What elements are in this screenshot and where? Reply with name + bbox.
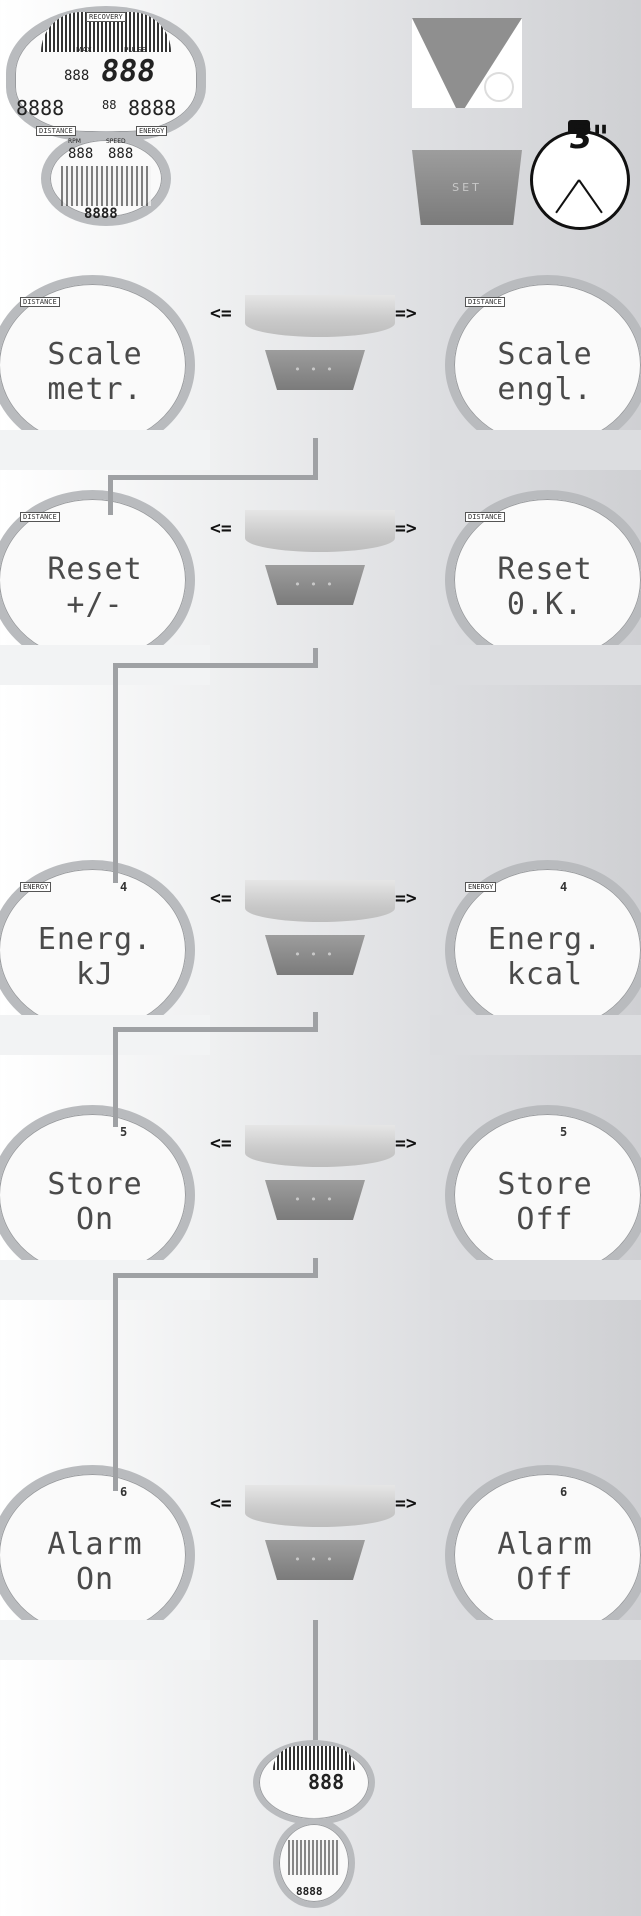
rpm-label: RPM	[68, 138, 81, 145]
left-arrow: <=	[210, 518, 232, 539]
left-digits: 8888	[16, 96, 64, 120]
footer-display-device: 888 8888	[253, 1740, 375, 1910]
right-option-line1: Store	[455, 1170, 635, 1200]
left-option-line2: kJ	[0, 960, 190, 990]
left-tick: 6	[120, 1485, 127, 1499]
right-tick: 4	[560, 880, 567, 894]
right-option-line2: Off	[455, 1565, 635, 1595]
right-tag: ENERGY	[465, 882, 496, 892]
pulse-label: PULSE	[124, 46, 146, 54]
lower-right-digits: 888	[108, 146, 133, 162]
rocker-button[interactable]	[245, 1125, 395, 1167]
dot-matrix	[61, 166, 151, 206]
bottom-digits: 8888	[84, 206, 118, 222]
set-button[interactable]: • • •	[265, 565, 365, 605]
left-option-line1: Energ.	[0, 925, 190, 955]
right-arrow: =>	[395, 518, 417, 539]
rocker-button[interactable]	[245, 510, 395, 552]
right-tick: 6	[560, 1485, 567, 1499]
set-button-label: SET	[452, 181, 482, 194]
left-arrow: <=	[210, 303, 232, 324]
distance-label: DISTANCE	[36, 126, 76, 136]
right-tag: DISTANCE	[465, 297, 505, 307]
set-button[interactable]: SET	[412, 150, 522, 225]
rocker-button[interactable]	[245, 1485, 395, 1527]
right-option-line1: Alarm	[455, 1530, 635, 1560]
press-panel	[412, 18, 522, 108]
right-option-line1: Reset	[455, 555, 635, 585]
left-tick: 4	[120, 880, 127, 894]
left-option-line1: Store	[0, 1170, 190, 1200]
left-tag: DISTANCE	[20, 512, 60, 522]
hold-time-label: 3"	[570, 118, 609, 156]
right-arrow: =>	[395, 1133, 417, 1154]
right-tag: DISTANCE	[465, 512, 505, 522]
mid-digits: 88	[102, 98, 116, 112]
left-option-line2: On	[0, 1565, 190, 1595]
right-arrow: =>	[395, 888, 417, 909]
rocker-button[interactable]	[245, 295, 395, 337]
lower-left-digits: 888	[68, 146, 93, 162]
right-tick: 5	[560, 1125, 567, 1139]
left-option-line2: On	[0, 1205, 190, 1235]
right-option-line2: kcal	[455, 960, 635, 990]
hold-timer: 3"	[530, 120, 640, 230]
footer-big-digits: 888	[308, 1770, 344, 1794]
set-button[interactable]: • • •	[265, 935, 365, 975]
right-digits: 8888	[128, 96, 176, 120]
rocker-button[interactable]	[245, 880, 395, 922]
right-option-line2: engl.	[455, 375, 635, 405]
set-button[interactable]: • • •	[265, 350, 365, 390]
right-option-line1: Energ.	[455, 925, 635, 955]
left-tag: ENERGY	[20, 882, 51, 892]
set-button[interactable]: • • •	[265, 1540, 365, 1580]
right-arrow: =>	[395, 1493, 417, 1514]
set-button[interactable]: • • •	[265, 1180, 365, 1220]
left-arrow: <=	[210, 1493, 232, 1514]
speed-label: SPEED	[106, 138, 126, 145]
right-option-line2: Off	[455, 1205, 635, 1235]
press-circle-icon	[484, 72, 514, 102]
recovery-label: RECOVERY	[86, 12, 126, 22]
max-label: MAX	[76, 46, 92, 54]
left-tick: 5	[120, 1125, 127, 1139]
left-arrow: <=	[210, 888, 232, 909]
pulse-digits: 888	[99, 54, 158, 89]
right-option-line2: 0.K.	[455, 590, 635, 620]
small-digits: 888	[64, 68, 89, 84]
left-option-line2: +/-	[0, 590, 190, 620]
energy-label: ENERGY	[136, 126, 167, 136]
left-tag: DISTANCE	[20, 297, 60, 307]
left-option-line1: Scale	[0, 340, 190, 370]
right-arrow: =>	[395, 303, 417, 324]
left-option-line1: Alarm	[0, 1530, 190, 1560]
left-option-line1: Reset	[0, 555, 190, 585]
full-display-device: RECOVERY MAX PULSE 888 888 8888 8888 88 …	[6, 6, 206, 221]
footer-bottom-digits: 8888	[296, 1885, 323, 1898]
left-arrow: <=	[210, 1133, 232, 1154]
left-option-line2: metr.	[0, 375, 190, 405]
right-option-line1: Scale	[455, 340, 635, 370]
